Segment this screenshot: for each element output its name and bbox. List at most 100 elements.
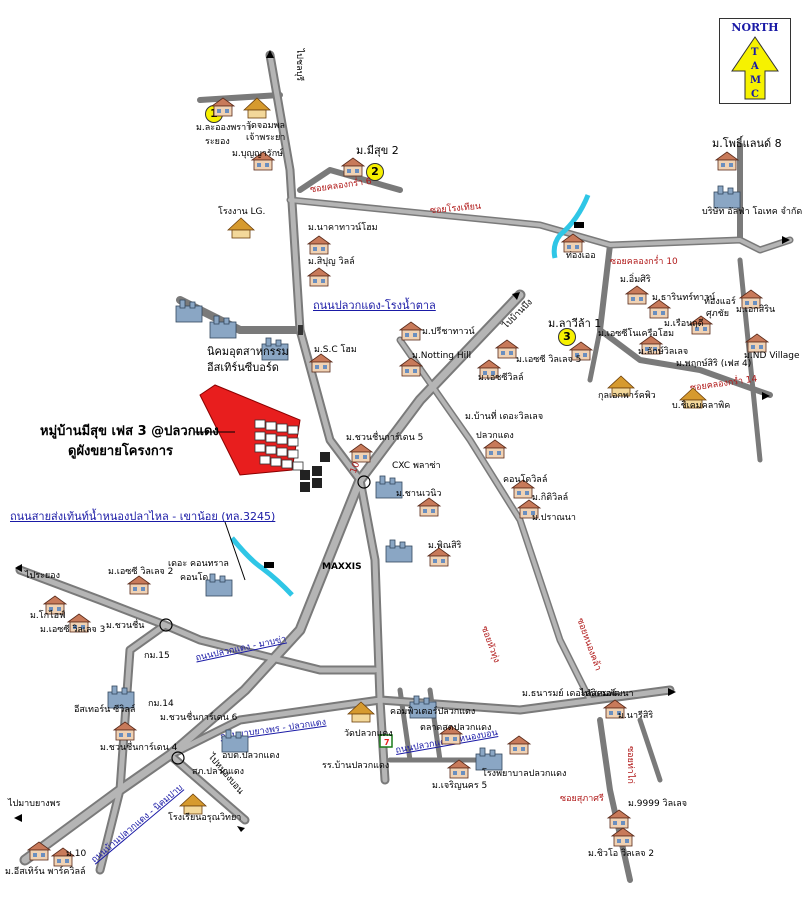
place-m-pricha-town: ม.ปรีชาทาวน์ bbox=[422, 327, 475, 337]
place-m-eak-sirin: ม.เอกสิริน bbox=[736, 305, 776, 315]
place-rayong: ระยอง bbox=[205, 137, 230, 147]
roundabout-3 bbox=[357, 475, 371, 489]
roundabout-1 bbox=[159, 618, 173, 632]
place-hospital: โรงพยาบาลปลวกแดง bbox=[482, 769, 567, 779]
place-m-ec-ville-2: ม.เอซซี วิลเลจ 2 bbox=[108, 567, 174, 577]
place-m-chuan-chuen: ม.ชวนชื่น bbox=[106, 621, 145, 631]
place-m-kiti-ville: ม.กิติวิลล์ bbox=[532, 493, 569, 503]
seven-eleven bbox=[379, 734, 393, 748]
place-eastern-seaboard-2: อีสเทิร์นซีบอร์ด bbox=[207, 361, 279, 374]
north-compass-title: NORTH bbox=[731, 21, 779, 34]
place-maxxis: MAXXIS bbox=[322, 562, 362, 572]
north-compass: NORTH T A M C bbox=[719, 18, 791, 104]
place-school-pluak-daeng: โรงเรียนอรุณวิทยา bbox=[168, 813, 242, 823]
place-wat-pluak-daeng: วัดปลวกแดง bbox=[344, 729, 393, 739]
road-label-chon-buri: ไปชลบุรี bbox=[294, 48, 305, 82]
road-se-vertical bbox=[597, 717, 633, 883]
place-cxc-plaza: CXC พลาซ่า bbox=[392, 461, 441, 471]
badge-2: 2 bbox=[366, 163, 384, 181]
place-m-chi-ville-2: ม.ชิวโอ วิลเลจ 2 bbox=[588, 849, 655, 859]
road-se-connector bbox=[637, 717, 663, 783]
badge-3: 3 bbox=[558, 328, 576, 346]
place-obt-pluak-daeng: อบต.ปลวกแดง bbox=[222, 751, 280, 761]
badge-1: 1 bbox=[205, 105, 223, 123]
place-m-charin-town: ม.ธารินทร์ทาวน์ bbox=[652, 293, 716, 303]
place-m-ban-pluak-daeng: ม.บ้านที่ เดอะวิลเลจ bbox=[465, 412, 544, 422]
place-the-condo: เดอะ คอนทราล bbox=[168, 559, 229, 569]
place-m-ruenruedee: ม.เรือนฤดี bbox=[664, 319, 704, 329]
place-tong-aor-2: ท้องแอร์ bbox=[704, 297, 736, 307]
place-m-ec-ville: ม.เอซซีวิลล์ bbox=[478, 373, 524, 383]
water-stream-north bbox=[551, 194, 591, 259]
road-to-mee-suk-2 bbox=[297, 167, 403, 193]
direction-arrows bbox=[14, 50, 790, 832]
place-m-bunya-rak: ม.บุญญารักษ์ bbox=[232, 149, 284, 159]
place-pluak-daeng-office: คอมพิวเตอร์ปลวกแดง bbox=[390, 707, 476, 717]
place-m-mee-suk-2: ม.มีสุข 2 bbox=[356, 144, 399, 157]
roundabout-2 bbox=[171, 751, 185, 765]
water-stream-west bbox=[230, 536, 294, 597]
place-b-chi-klam-nik: บ.ชิเคมคลาพิค bbox=[672, 401, 731, 411]
place-alpha-tech: บริษัท อัลฟ่า โอเทค จำกัด bbox=[702, 207, 803, 217]
place-wat-chom-phon: วัดจอมพล bbox=[246, 121, 285, 131]
place-m-ki-ville: ม.โกไฮฟ์ bbox=[30, 611, 66, 621]
svg-text:7: 7 bbox=[384, 738, 390, 747]
place-condo: คอนโด bbox=[180, 573, 209, 583]
road-northwest bbox=[197, 92, 283, 103]
place-m-chuan-chuen-4: ม.ชวนชื่นการ์เดน 4 bbox=[100, 743, 178, 753]
bridge-west bbox=[264, 562, 274, 568]
place-m-chuan-chuen-6: ม.ชวนชื่นการ์เดน 6 bbox=[160, 713, 238, 723]
road-label-pluak-daeng-rongyang: ถนนปลวกแดง-โรงน้ำตาล bbox=[313, 299, 436, 312]
place-km15: กม.15 bbox=[144, 651, 170, 661]
place-m-phruek-siri: ม.พฤกษ์สิริ (เฟส 4) bbox=[676, 359, 752, 369]
place-m-nakha-town: ม.นาคาทาวน์โฮม bbox=[308, 223, 378, 233]
place-m-phosri-land-8: ม.โพธิ์แลนด์ 8 bbox=[712, 137, 782, 150]
place-m-ec-ville-home: ม.เอซซีโนเครือโฮม bbox=[598, 329, 675, 339]
road-label-map-yang-phon: ไปมาบยางพร bbox=[8, 799, 61, 809]
place-supachai: ศุภชัย bbox=[706, 309, 730, 319]
place-m-sc-home: ม.S.C โฮม bbox=[314, 345, 357, 355]
place-m-eastern-park: ม.อีสเทิร์น พาร์ควิลล์ bbox=[5, 867, 86, 877]
soi-label-tha-kai: ซอยท่าไก่ bbox=[624, 746, 635, 784]
place-m-ec-ville-5: ม.เอซซี วิลเลจ 5 bbox=[516, 355, 582, 365]
place-m-9999: ม.9999 วิลเลจ bbox=[628, 799, 687, 809]
road-label-pipe-route: ถนนสายส่งเท้นท์น้ำหนองปลาไหล - เขาน้อย (… bbox=[10, 510, 276, 523]
project-subtitle: ดูผังขยายโครงการ bbox=[68, 444, 173, 459]
compass-letter-t: T bbox=[751, 47, 759, 58]
bridge-north bbox=[574, 222, 584, 228]
soi-label-klongkrau-10: ซอยคลองกร่ำ 10 bbox=[610, 257, 678, 267]
road-label-rayong: ไประยอง bbox=[25, 571, 60, 581]
place-m-notting-hill: ม.Notting Hill bbox=[412, 351, 472, 361]
place-m-ec-ville-3: ม.เอซซี วิลเลจ 3 bbox=[40, 625, 106, 635]
road-eastern-seaboard bbox=[176, 296, 304, 334]
compass-letter-m: M bbox=[750, 75, 762, 86]
place-m-laris-ville-1: ม.ลาวีล้า 1 bbox=[548, 317, 602, 330]
place-police: สภ.ปลวกแดง bbox=[192, 767, 245, 777]
project-plots bbox=[254, 419, 304, 471]
soi-label-supasi: ซอยสุภาศรี bbox=[560, 794, 604, 804]
project-title: หมู่บ้านมีสุข เฟส 3 @ปลวกแดง bbox=[40, 424, 219, 439]
place-m-sunset: ม.ธนารมย์ เดอะคัสเซอร์ bbox=[522, 689, 617, 699]
project-dark-plots bbox=[300, 452, 330, 492]
place-m-chuanchuen-5: ม.ชวนชื่นการ์เดน 5 bbox=[346, 433, 424, 443]
compass-letter-a: A bbox=[751, 61, 759, 72]
place-school-2: รร.บ้านปลวกแดง bbox=[322, 761, 390, 771]
place-chao-phraya: เจ้าพระยา bbox=[246, 133, 286, 143]
traffic-light bbox=[298, 325, 303, 335]
place-eastern-seaboard: นิคมอุตสาหกรรม bbox=[207, 345, 289, 358]
place-market: ตลาดสดปลวกแดง bbox=[420, 723, 492, 733]
place-m-sipun-ville: ม.สิปุญ วิลล์ bbox=[308, 257, 355, 267]
road-east-district-2 bbox=[587, 327, 603, 383]
road-label-nikhom: ไปนิคมพัฒนา bbox=[580, 689, 634, 699]
compass-letter-c: C bbox=[751, 89, 759, 100]
place-m-10: ม.10 bbox=[66, 849, 87, 859]
place-eastern-big: อีสเทอร์น ซีวิลล์ bbox=[74, 705, 136, 715]
place-m-nd-village: ม.ND Village bbox=[744, 351, 800, 361]
place-rong-ngan-lg: โรงงาน LG. bbox=[218, 207, 266, 217]
place-m-naree: ม.นารีสิริ bbox=[618, 711, 654, 721]
place-m-la-phrao: ม.ละอองพราว bbox=[196, 123, 252, 133]
place-tong-aor: ท่องเออ bbox=[566, 251, 596, 261]
place-m-jaroen-nakhon-5: ม.เจริญนคร 5 bbox=[432, 781, 488, 791]
place-m-lak-ville: ม.ลักษ์วิลเลจ bbox=[638, 347, 689, 357]
